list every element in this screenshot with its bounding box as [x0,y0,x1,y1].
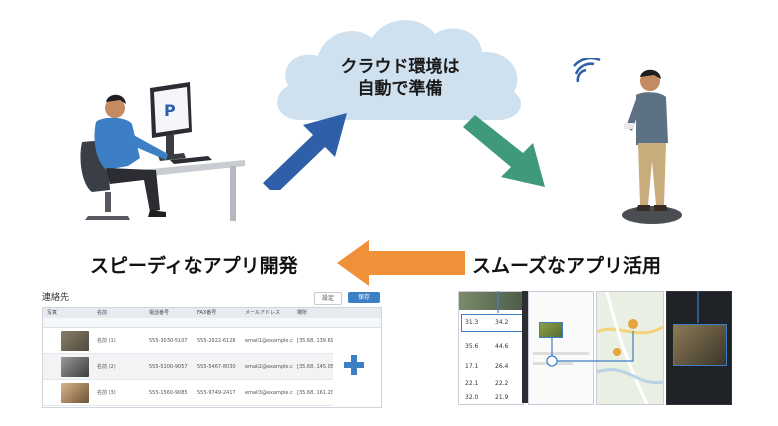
value-3: 35.6 [465,343,479,350]
value-4: 44.6 [495,343,509,350]
arrow-up-right [263,113,347,190]
connector-lines [497,291,699,367]
map-screen [596,291,664,405]
mobile-app-screenshots: 31.3 34.2 35.6 44.6 17.1 26.4 22.1 22.2 … [458,291,732,405]
cloud-caption-line2: 自動で準備 [357,79,443,99]
caption-smooth-usage: スムーズなアプリ活用 [472,255,662,277]
cat-photo [61,330,89,351]
cat-photo [61,382,89,403]
phone-screen-1: 31.3 34.2 35.6 44.6 17.1 26.4 22.1 22.2 … [458,291,524,405]
save-button[interactable]: 保存 [348,292,380,303]
phone-screen-3 [666,291,732,405]
cell-name: 名前 (3) [97,390,116,396]
add-row-icon[interactable] [343,354,365,376]
developer-illustration: P [80,82,245,221]
value-5: 17.1 [465,363,479,370]
cell-name: 名前 (2) [97,364,116,370]
filter-row [43,318,381,328]
cloud-caption-line1: クラウド環境は [340,57,460,77]
arrow-down-right [463,115,545,187]
svg-text:P: P [164,101,176,120]
arrow-left [337,240,465,286]
cell-fax: 555-2922-6128 [197,337,236,344]
cell-email: email3@example.c... [245,389,293,396]
cell-phone: 555-1560-9085 [149,389,188,396]
value-8: 22.2 [495,380,509,387]
cell-phone: 555-5100-9057 [149,363,188,370]
cat-photo [61,356,89,377]
cell-fax: 555-5467-8030 [197,363,236,370]
cell-fax: 555-9749-2417 [197,389,236,396]
value-7: 22.1 [465,380,479,387]
cell-location: [35.68, 161.20] [297,389,333,396]
value-1: 31.3 [465,319,479,326]
value-2: 34.2 [495,319,509,326]
photo-detail [673,324,727,366]
header-photo [459,292,523,310]
table-header: 写真 名前 電話番号 FAX番号 メールアドレス 場所 [43,308,381,318]
col-photo: 写真 [47,310,58,316]
phone-bezel [522,291,528,403]
cell-email: email1@example.c... [245,337,293,344]
map-icon [596,291,664,405]
selected-thumbnail [539,322,563,338]
value-10: 21.9 [495,394,509,401]
col-phone: 電話番号 [149,310,170,316]
divider [533,352,589,355]
caption-speedy-dev: スピーディなアプリ開発 [90,255,298,277]
contacts-title: 連絡先 [42,293,70,303]
mobile-user-illustration [622,69,682,224]
cell-name: 名前 (1) [97,338,116,344]
wifi-icon [573,58,601,83]
table-row[interactable]: 名前 (2) 555-5100-9057 555-5467-8030 email… [43,354,333,380]
cell-email: email2@example.c... [245,363,293,370]
col-name: 名前 [97,310,108,316]
cloud-shape [277,20,521,120]
table-row[interactable]: 名前 (1) 555-3030-5107 555-2922-6128 email… [43,328,333,354]
cell-phone: 555-3030-5107 [149,337,188,344]
value-6: 26.4 [495,363,509,370]
col-location: 場所 [297,310,308,316]
cell-location: [35.68, 145.05] [297,363,333,370]
col-email: メールアドレス [245,310,281,316]
value-9: 32.0 [465,394,479,401]
contacts-table-screenshot: 連絡先 設定 保存 写真 名前 電話番号 FAX番号 メールアドレス 場所 名前… [42,290,382,408]
table-row[interactable]: 名前 (3) 555-1560-9085 555-9749-2417 email… [43,380,333,406]
settings-button[interactable]: 設定 [314,292,342,305]
cell-location: [35.68, 139.69] [297,337,333,344]
col-fax: FAX番号 [197,310,217,316]
cloud-caption: クラウド環境は 自動で準備 [330,56,470,100]
contacts-table: 写真 名前 電話番号 FAX番号 メールアドレス 場所 名前 (1) 555-3… [42,307,382,408]
